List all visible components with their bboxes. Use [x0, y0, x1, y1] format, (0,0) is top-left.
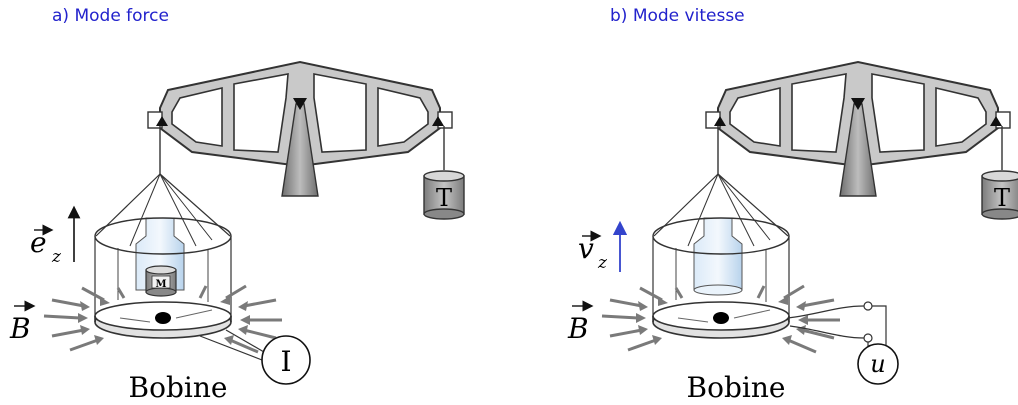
panel-b-diagram: T v z B u Bobine [567, 61, 1018, 404]
panel-a-diagram: T M e z B I Bobine [9, 61, 465, 404]
panel-b-title: b) Mode vitesse [610, 6, 745, 26]
panel-b-coil-label: Bobine [687, 371, 786, 404]
panel-a-field-label: B [9, 312, 31, 345]
panel-a-coil-assembly [42, 172, 284, 354]
panel-a-tare-label: T [436, 184, 452, 212]
panel-b-voltage-circle [857, 343, 899, 385]
panel-a-current-label: I [280, 345, 291, 378]
panel-b-tare-label: T [994, 184, 1010, 212]
panel-b-axis-label: v [578, 232, 594, 265]
panel-a-axis-subscript: z [51, 247, 62, 267]
panel-b-voltage-label: u [870, 350, 885, 378]
panel-a-axis-label: e [30, 226, 47, 259]
panel-a-balance-beam [147, 61, 465, 220]
panel-a-coil-label: Bobine [129, 371, 228, 404]
panel-b-balance-beam [705, 61, 1018, 220]
panel-a-mass [145, 265, 177, 297]
panel-b-axis-subscript: z [597, 253, 608, 273]
panel-a-current-circle [261, 335, 311, 385]
panel-b-field-label: B [567, 312, 589, 345]
panel-a-mass-label: M [155, 279, 166, 290]
panel-a-current-leader [199, 335, 263, 361]
panel-b-coil-assembly [600, 172, 842, 354]
panel-a-title: a) Mode force [52, 6, 169, 26]
